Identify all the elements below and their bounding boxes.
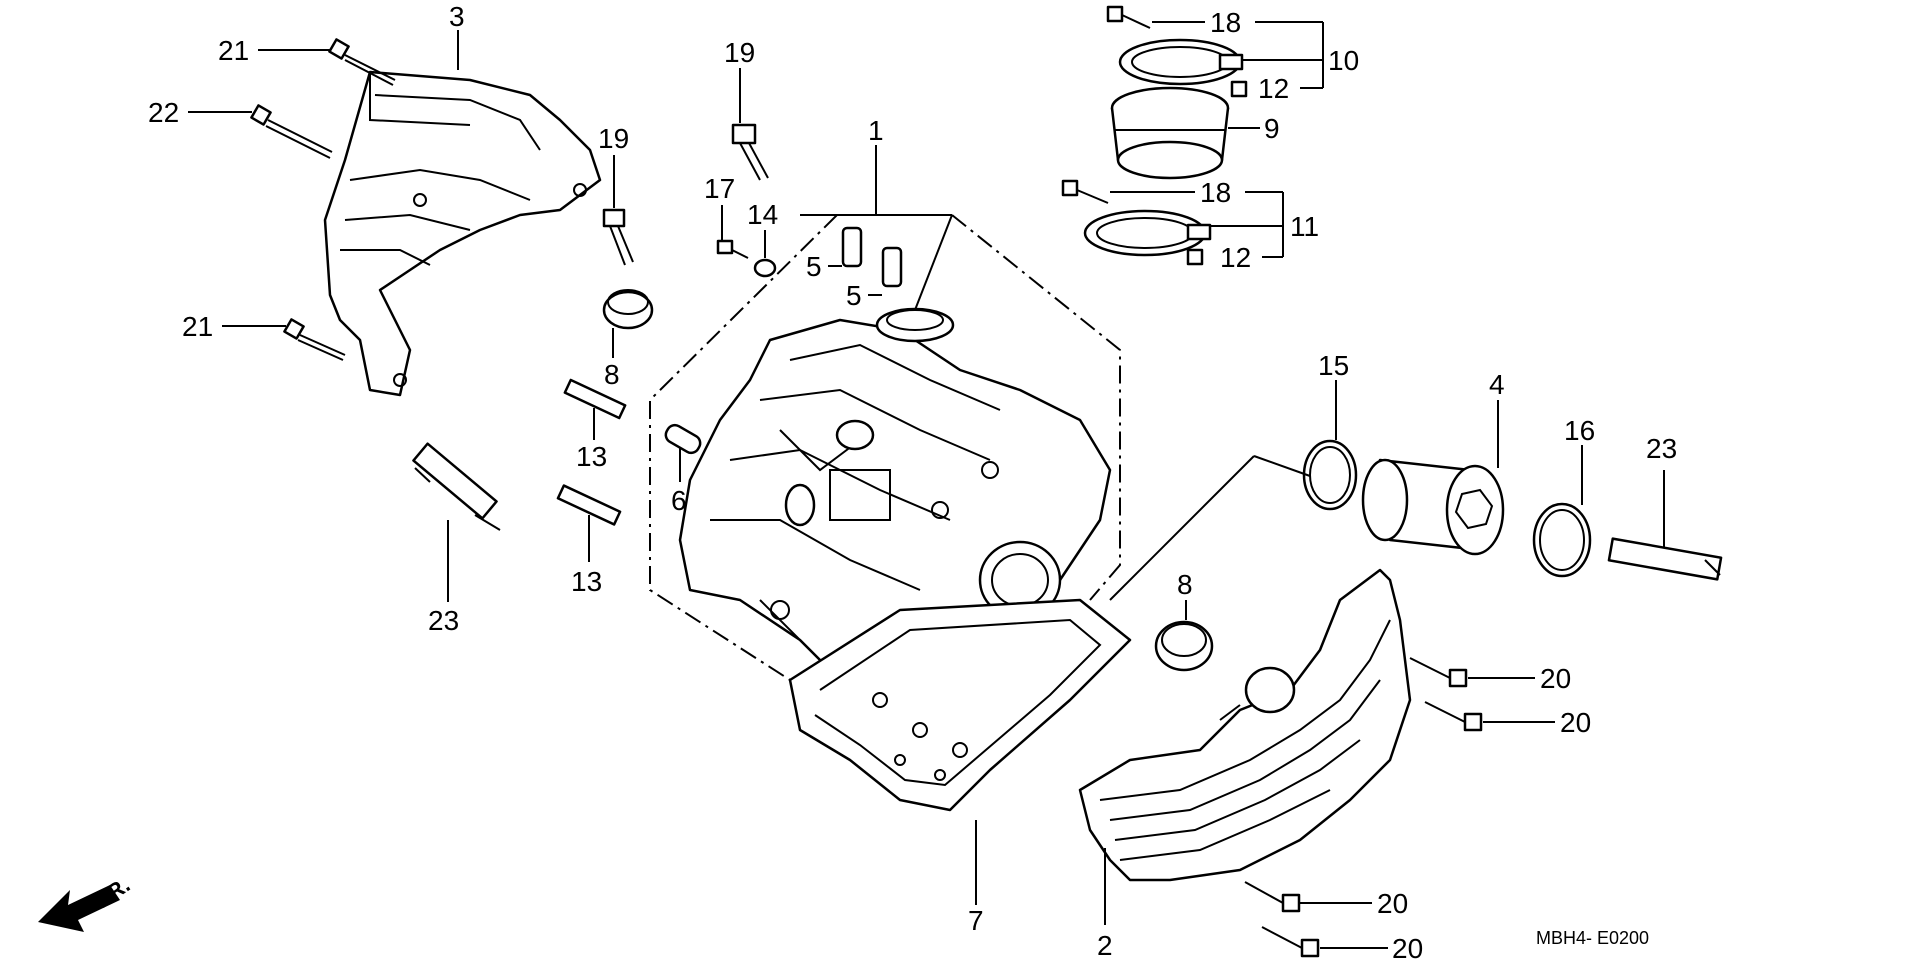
bolt-20-c xyxy=(1244,881,1301,913)
bolt-19-center xyxy=(731,123,769,181)
insulator-9 xyxy=(1110,86,1230,180)
leader-lines xyxy=(188,21,1665,949)
assembly-lines xyxy=(649,214,1121,681)
callout-22: 22 xyxy=(148,97,179,128)
plug-8-upper xyxy=(602,289,654,330)
bolt-18-upper xyxy=(1106,5,1151,29)
callout-23a: 23 xyxy=(428,605,459,636)
callout-5b: 5 xyxy=(846,280,862,311)
callout-20a: 20 xyxy=(1540,663,1571,694)
callout-19a: 19 xyxy=(598,123,629,154)
nut-12-lower xyxy=(1186,248,1204,266)
callout-13a: 13 xyxy=(576,441,607,472)
o-ring-15 xyxy=(1302,439,1358,511)
callout-7: 7 xyxy=(968,905,984,936)
callout-9: 9 xyxy=(1264,113,1280,144)
callout-20c: 20 xyxy=(1377,888,1408,919)
callout-18b: 18 xyxy=(1200,177,1231,208)
callout-1: 1 xyxy=(868,115,884,146)
callout-12b: 12 xyxy=(1220,242,1251,273)
callout-16: 16 xyxy=(1564,415,1595,446)
callout-14: 14 xyxy=(747,199,778,230)
callout-8a: 8 xyxy=(604,359,620,390)
dowel-6 xyxy=(664,423,702,455)
front-arrow-icon xyxy=(38,885,120,932)
bolt-18-lower xyxy=(1061,179,1109,204)
callout-10: 10 xyxy=(1328,45,1359,76)
stud-13-lower xyxy=(556,484,622,526)
bolt-19-left xyxy=(602,208,634,266)
bolt-20-d xyxy=(1261,926,1320,958)
stud-13-upper xyxy=(563,378,627,420)
diagram-code: MBH4- E0200 xyxy=(1536,928,1649,948)
callout-12a: 12 xyxy=(1258,73,1289,104)
callout-2: 2 xyxy=(1097,930,1113,959)
plug-8-lower xyxy=(1154,620,1214,672)
bolt-20-a xyxy=(1409,657,1468,688)
callout-23b: 23 xyxy=(1646,433,1677,464)
callout-17: 17 xyxy=(704,173,735,204)
callout-19b: 19 xyxy=(724,37,755,68)
bolt-22 xyxy=(250,104,333,159)
cap-4 xyxy=(1361,458,1505,556)
callout-3: 3 xyxy=(449,1,465,32)
callout-11: 11 xyxy=(1290,211,1319,242)
callout-6: 6 xyxy=(671,485,687,516)
callout-4: 4 xyxy=(1489,369,1505,400)
dowel-5-b xyxy=(881,246,903,288)
head-cover-part xyxy=(323,70,602,397)
gasket-7 xyxy=(788,598,1132,812)
bolt-20-b xyxy=(1424,701,1483,732)
bolt-17 xyxy=(716,239,749,259)
callout-15: 15 xyxy=(1318,350,1349,381)
o-ring-16 xyxy=(1532,502,1592,578)
washer-14 xyxy=(753,258,777,278)
callout-8b: 8 xyxy=(1177,569,1193,600)
bolt-21-upper xyxy=(328,38,396,86)
callout-20d: 20 xyxy=(1392,933,1423,959)
callout-5a: 5 xyxy=(806,251,822,282)
side-cover-2 xyxy=(1078,568,1412,882)
callout-20b: 20 xyxy=(1560,707,1591,738)
callout-13b: 13 xyxy=(571,566,602,597)
spark-plug-23-right xyxy=(1607,537,1723,581)
spark-plug-23-left xyxy=(412,442,501,531)
dowel-5-a xyxy=(841,226,863,268)
callout-21b: 21 xyxy=(182,311,213,342)
callout-18a: 18 xyxy=(1210,7,1241,38)
clamp-10 xyxy=(1118,38,1244,86)
callout-21a: 21 xyxy=(218,35,249,66)
bolt-21-lower xyxy=(283,318,346,361)
clamp-11 xyxy=(1083,209,1212,257)
nut-12-upper xyxy=(1230,80,1248,98)
